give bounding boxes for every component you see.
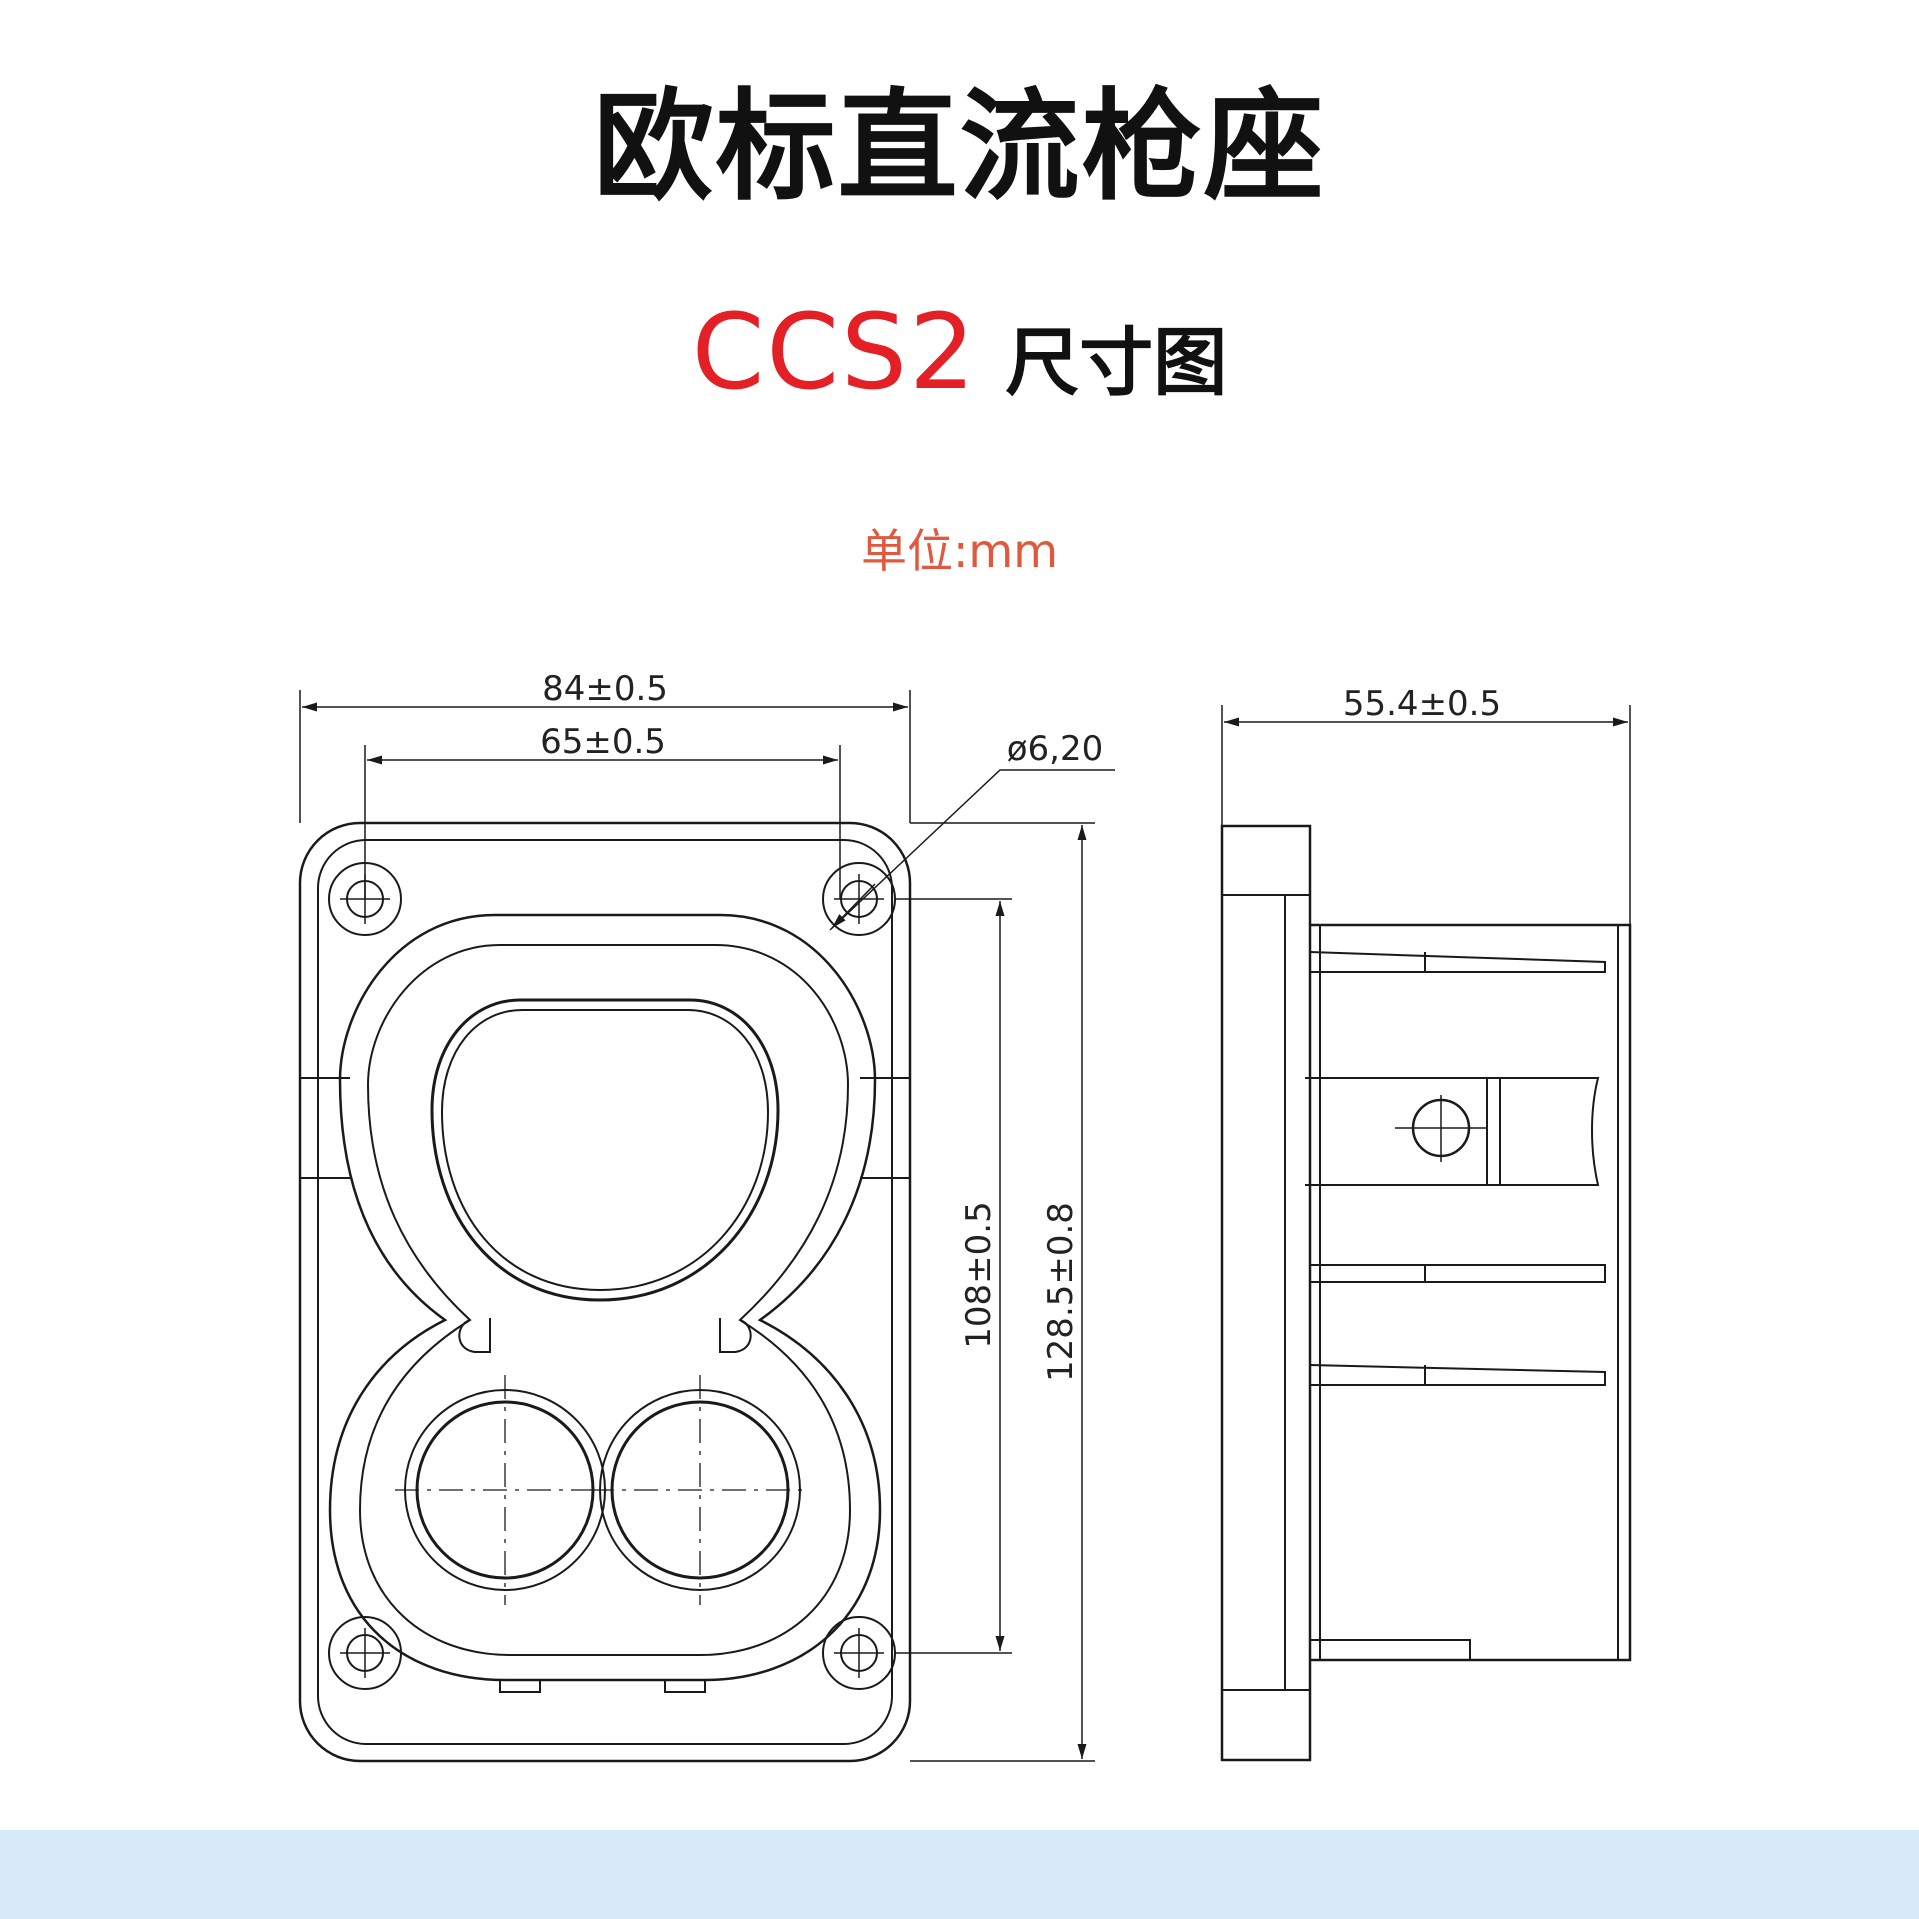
- flange-outline: [298, 821, 912, 1763]
- dc-pin-right: [590, 1375, 810, 1605]
- side-hole: [1395, 1095, 1487, 1162]
- side-boss-tip: [1500, 1077, 1600, 1186]
- dim-depth: 55.4±0.5: [1343, 684, 1501, 724]
- side-tab-right: [860, 1077, 910, 1179]
- side-flange-inner: [1222, 894, 1286, 1691]
- side-tab-left: [300, 1077, 350, 1179]
- side-body: [1310, 923, 1632, 1662]
- bottom-band: [0, 1830, 1919, 1919]
- model-code: CCS2: [691, 291, 978, 413]
- notch-left: [458, 1318, 491, 1353]
- unit-label: 单位:mm: [860, 524, 1059, 578]
- dim-height-holes: 108±0.5: [959, 1201, 999, 1348]
- bottom-clips: [499, 1680, 706, 1693]
- dim-width-holes: 65±0.5: [540, 722, 666, 762]
- flange-inner-outline: [317, 839, 893, 1745]
- dim-hole-dia: ø6,20: [1007, 729, 1104, 769]
- side-flange-steps: [1285, 894, 1310, 1691]
- side-flange: [1220, 824, 1312, 1762]
- mounting-hole-bottom-right: [822, 1616, 896, 1690]
- rib-2: [1309, 1264, 1606, 1283]
- mounting-hole-bottom-left: [328, 1616, 402, 1690]
- side-view: [1220, 824, 1632, 1762]
- side-dimensions: 55.4±0.5: [1221, 684, 1631, 925]
- notch-right: [719, 1318, 752, 1353]
- housing-inner: [358, 944, 852, 1656]
- page-title: 欧标直流枪座: [593, 78, 1326, 217]
- dc-pin-left: [395, 1375, 615, 1605]
- front-view: [298, 821, 912, 1763]
- upper-socket-inner: [440, 1009, 770, 1292]
- front-dimensions: 84±0.5 65±0.5 ø6,20 108±0.5 128.5±0.8: [299, 669, 1115, 1762]
- upper-socket: [430, 998, 780, 1302]
- subtitle-word: 尺寸图: [1005, 320, 1228, 406]
- mounting-hole-top-right: [822, 862, 896, 936]
- housing-outer: [328, 913, 882, 1682]
- side-boss: [1305, 1077, 1501, 1186]
- rib-3: [1309, 1363, 1606, 1386]
- side-bottom-lip: [1310, 1639, 1471, 1660]
- dim-width-outer: 84±0.5: [542, 669, 668, 709]
- rib-1: [1309, 950, 1606, 973]
- dim-height-outer: 128.5±0.8: [1041, 1202, 1081, 1382]
